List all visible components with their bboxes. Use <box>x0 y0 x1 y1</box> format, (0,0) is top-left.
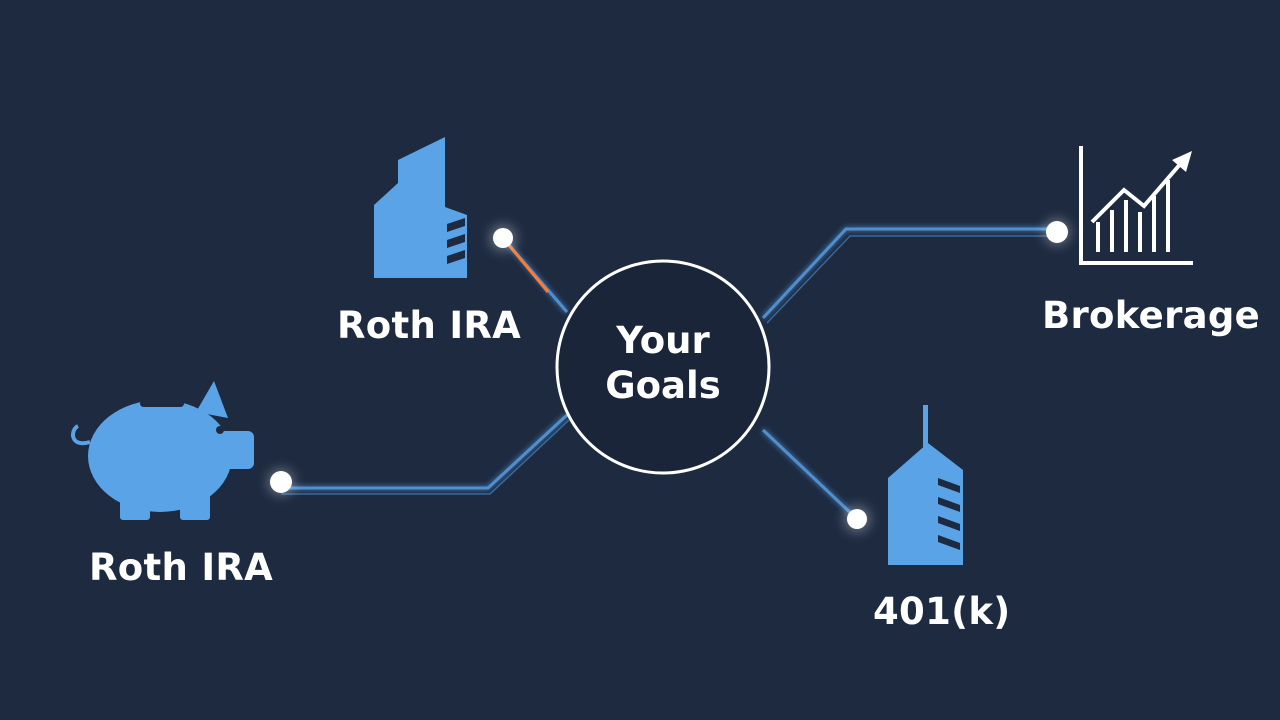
center-title-line1: Your <box>616 319 710 362</box>
piggy-bank-icon <box>71 381 254 520</box>
endpoint-dot <box>1046 221 1068 243</box>
endpoint-dot <box>847 509 867 529</box>
label-roth-ira-top: Roth IRA <box>337 304 522 347</box>
connector-roth-ira-top <box>501 237 569 313</box>
connector-401k <box>761 428 859 521</box>
connector-endpoints <box>268 219 1070 532</box>
connector-brokerage <box>761 227 1057 324</box>
center-circle <box>555 259 771 475</box>
label-brokerage: Brokerage <box>1042 294 1261 337</box>
skyscraper-icon <box>888 405 963 565</box>
growth-chart-icon <box>1079 146 1193 265</box>
endpoint-dot <box>270 471 292 493</box>
label-401k: 401(k) <box>873 590 1011 633</box>
connector-roth-ira-left <box>281 413 570 495</box>
center-title: Your Goals <box>557 318 769 408</box>
center-title-line2: Goals <box>605 364 721 407</box>
building-icon <box>374 137 467 278</box>
label-roth-ira-left: Roth IRA <box>89 546 274 589</box>
endpoint-dot <box>493 228 513 248</box>
